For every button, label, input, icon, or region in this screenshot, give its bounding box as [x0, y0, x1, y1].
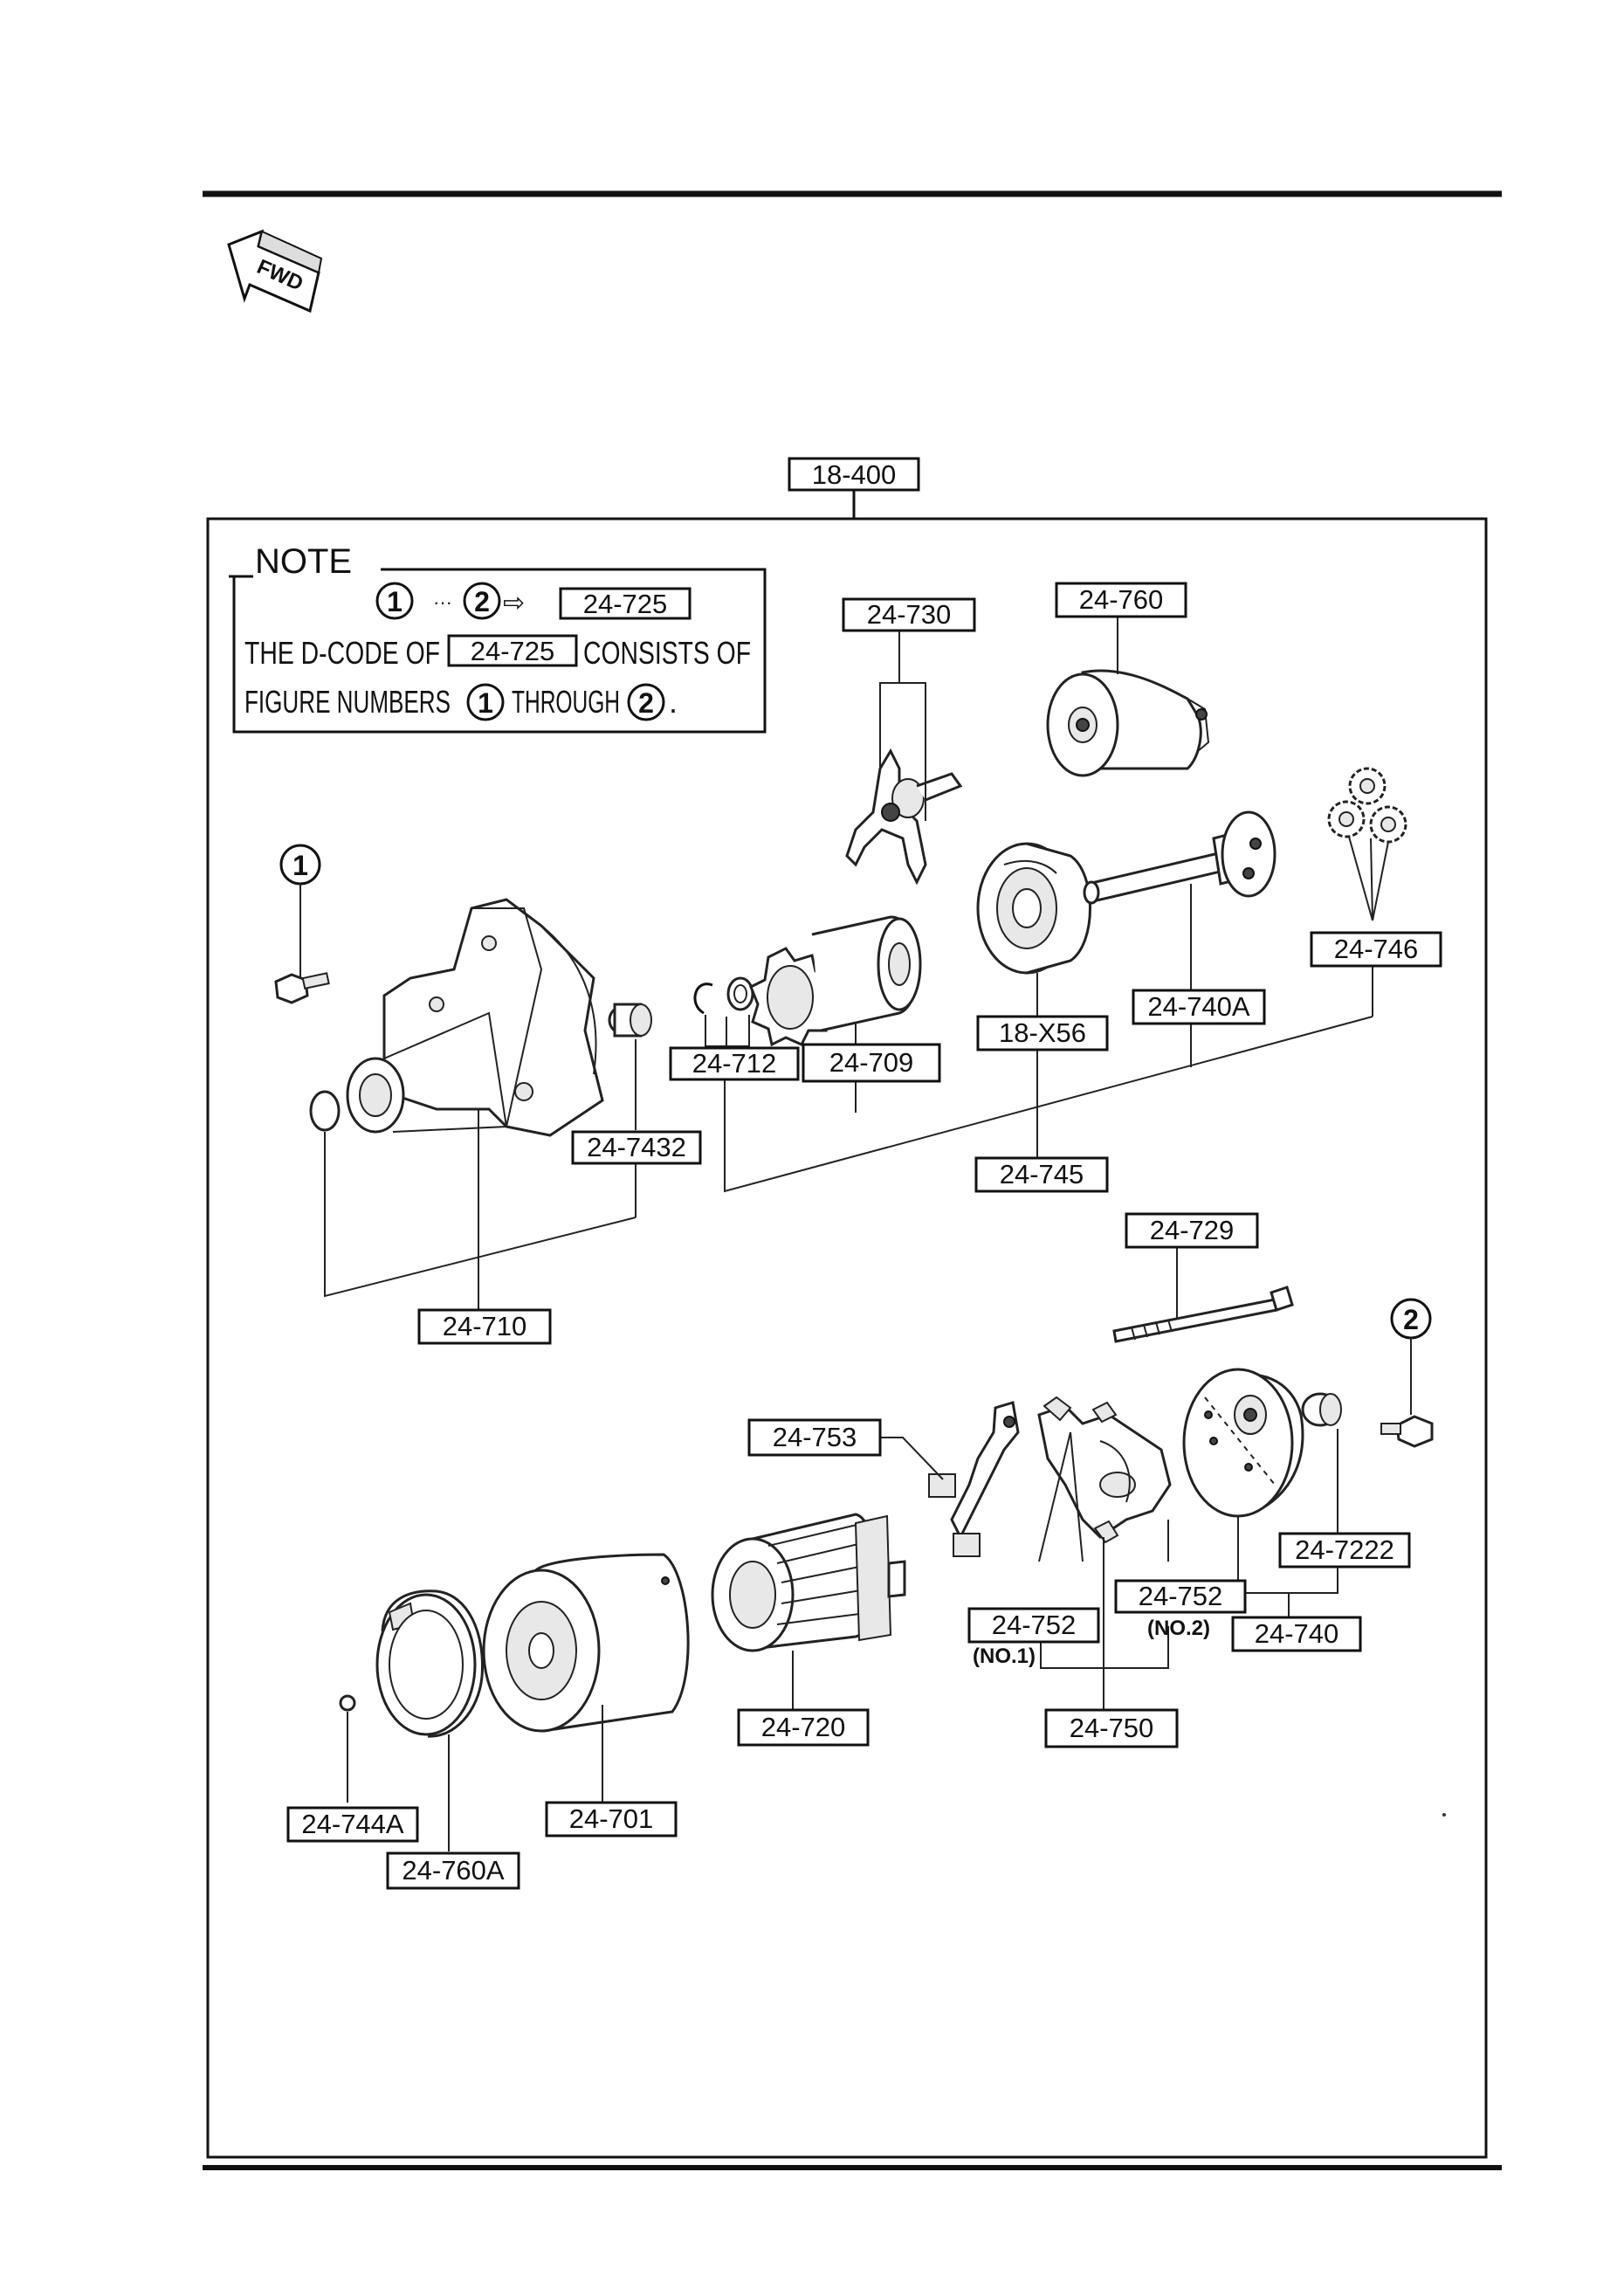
note-marker-1: 1	[387, 586, 403, 617]
output-shaft-icon	[1083, 810, 1276, 905]
steel-ball-icon	[339, 1694, 356, 1712]
note-line3-marker-2: 2	[638, 687, 654, 719]
label-24-752-no2: 24-752	[1139, 1581, 1223, 1611]
label-24-760: 24-760	[1079, 584, 1164, 615]
label-box-18-400	[788, 457, 920, 492]
label-box-18-X56	[976, 1015, 1109, 1051]
label-box-24-740A	[1132, 989, 1266, 1025]
label-24-744A: 24-744A	[301, 1809, 404, 1839]
label-box-24-740	[1231, 1616, 1362, 1652]
label-24-7432: 24-7432	[587, 1132, 686, 1162]
label-box-24-750	[1044, 1708, 1179, 1748]
label-box-24-720	[737, 1708, 870, 1747]
note-line3-marker-1: 1	[478, 687, 493, 719]
sublabel-no1: (NO.1)	[973, 1644, 1036, 1668]
label-24-709: 24-709	[829, 1047, 914, 1078]
label-box-24-710	[417, 1308, 552, 1345]
label-24-730: 24-730	[867, 599, 952, 630]
callout-1-text: 1	[292, 850, 308, 881]
planetary-gears-icon	[1327, 767, 1407, 921]
note-arrow: ⇨	[503, 589, 525, 617]
label-box-24-746	[1310, 931, 1442, 968]
bolt-icon	[274, 972, 330, 1004]
label-24-7222: 24-7222	[1295, 1534, 1394, 1565]
rear-bushing-icon	[1301, 1392, 1342, 1427]
part-labels: 24-730 24-760 24-746 24-740A 18-X56 24-7…	[286, 582, 1442, 1890]
note-line2-post: CONSISTS OF	[583, 635, 751, 671]
label-box-24-744A	[286, 1806, 419, 1843]
label-18-X56: 18-X56	[999, 1017, 1086, 1048]
pinion-clutch-icon	[749, 915, 922, 1047]
bushing-icon	[608, 1003, 652, 1038]
label-24-752-no1: 24-752	[992, 1610, 1077, 1640]
label-box-24-730	[842, 597, 976, 632]
label-box-24-7432	[571, 1130, 702, 1165]
label-box-24-712	[669, 1046, 800, 1081]
note-line3-pre: FIGURE NUMBERS	[244, 684, 451, 720]
callout-2-text: 2	[1403, 1304, 1419, 1335]
drive-lever-icon	[845, 748, 963, 886]
label-24-750: 24-750	[1070, 1713, 1154, 1743]
screw-icon	[1380, 1415, 1434, 1448]
rear-cover-icon	[375, 1589, 485, 1738]
label-24-740A: 24-740A	[1147, 991, 1250, 1022]
note-dcode: 24-725	[583, 589, 668, 619]
label-24-740: 24-740	[1255, 1618, 1339, 1649]
label-box-24-760	[1055, 582, 1187, 618]
label-box-24-709	[802, 1043, 941, 1083]
label-18-400: 18-400	[812, 459, 897, 490]
label-box-24-729	[1125, 1212, 1259, 1249]
label-24-760A: 24-760A	[402, 1855, 505, 1886]
center-bearing-icon	[976, 842, 1091, 975]
label-box-24-760A	[386, 1851, 520, 1890]
note-box: NOTE 1 ··· 2 ⇨ 24-725 THE D-CODE OF 24-7…	[229, 542, 767, 734]
ring-icon	[309, 1090, 341, 1132]
note-title: NOTE	[255, 542, 352, 581]
through-bolt-icon	[1112, 1286, 1294, 1343]
yoke-field-icon	[482, 1553, 690, 1733]
note-line2-code: 24-725	[471, 636, 555, 666]
label-box-24-701	[545, 1801, 678, 1837]
label-box-24-7222	[1278, 1532, 1411, 1569]
retaining-rings-icon	[693, 976, 754, 1015]
label-24-720: 24-720	[761, 1712, 846, 1742]
label-24-746: 24-746	[1334, 934, 1419, 964]
note-line2-pre: THE D-CODE OF	[244, 635, 440, 671]
label-box-24-752-no2	[1114, 1579, 1247, 1614]
note-marker-2: 2	[474, 586, 490, 617]
stray-dot	[1442, 1813, 1446, 1817]
brush-spring-icon	[928, 1401, 1020, 1557]
label-24-753: 24-753	[773, 1422, 857, 1452]
label-box-24-752-no1	[967, 1607, 1100, 1644]
label-24-710: 24-710	[443, 1311, 527, 1341]
armature-icon	[711, 1513, 906, 1652]
sublabel-no2: (NO.2)	[1147, 1617, 1210, 1640]
label-24-729: 24-729	[1150, 1215, 1235, 1245]
label-box-24-745	[974, 1156, 1109, 1193]
end-frame-icon	[1182, 1368, 1304, 1518]
brush-holder-icon	[1037, 1396, 1172, 1544]
front-housing-icon	[346, 898, 604, 1137]
label-24-701: 24-701	[569, 1803, 654, 1834]
fwd-arrow-icon: FWD	[227, 229, 323, 314]
label-24-712: 24-712	[692, 1048, 777, 1079]
label-24-745: 24-745	[1000, 1159, 1084, 1189]
note-ellipsis: ···	[433, 591, 452, 613]
note-line3-mid: THROUGH	[512, 684, 620, 720]
label-box-24-753	[747, 1418, 882, 1457]
assembly-frame	[206, 517, 1488, 2159]
note-line3-end: .	[669, 684, 678, 720]
solenoid-icon	[1046, 669, 1210, 777]
